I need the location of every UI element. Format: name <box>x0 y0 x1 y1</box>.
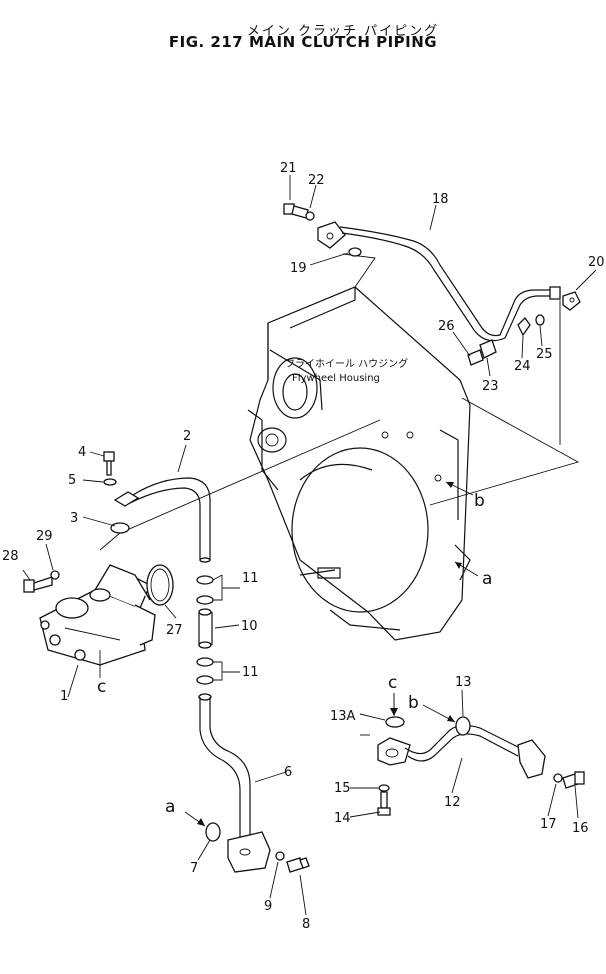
bolt-8 <box>286 857 310 873</box>
bolt-26 <box>467 349 484 366</box>
washer-17 <box>553 773 563 783</box>
callout-4: 4 <box>78 445 86 460</box>
bolt-4 <box>103 451 115 476</box>
callout-24: 24 <box>514 359 531 374</box>
clip-23 <box>479 339 497 359</box>
pipe-6 <box>198 693 271 873</box>
leader-lines <box>22 175 597 916</box>
flywheel-housing-label-jp: フライホイール ハウジング <box>285 357 408 370</box>
callout-13a: 13A <box>330 709 356 724</box>
connection-arrows <box>184 481 479 827</box>
o-ring-13 <box>455 716 471 736</box>
callout-11-upper: 11 <box>242 571 259 586</box>
nut-25 <box>535 314 545 326</box>
pipe-2 <box>113 477 211 563</box>
callout-27: 27 <box>166 623 183 638</box>
washer-5 <box>103 478 117 486</box>
callout-2: 2 <box>183 429 191 444</box>
figure-title-japanese: メイン クラッチ パイピング <box>246 24 440 39</box>
o-ring-27 <box>146 564 174 606</box>
bolt-14 <box>377 791 391 816</box>
callout-14: 14 <box>334 811 351 826</box>
hose-clamps-11-lower <box>196 657 214 685</box>
callout-20: 20 <box>588 255 605 270</box>
callout-13: 13 <box>455 675 472 690</box>
hose-clamps-11-upper <box>196 575 214 605</box>
o-ring-13a <box>385 716 405 728</box>
o-ring-7 <box>205 822 221 842</box>
washer-9 <box>275 851 285 861</box>
flywheel-housing <box>247 286 471 641</box>
washer-15 <box>378 784 390 792</box>
bolt-28 <box>23 576 53 593</box>
gasket-3 <box>110 522 130 534</box>
bolt-16 <box>562 771 585 789</box>
flag-c-pump: c <box>97 677 106 697</box>
hose-10 <box>198 608 213 649</box>
callout-3: 3 <box>70 511 78 526</box>
callout-25: 25 <box>536 347 553 362</box>
washer-22 <box>305 211 315 221</box>
callout-29: 29 <box>36 529 53 544</box>
bracket-24 <box>517 316 531 337</box>
callout-15: 15 <box>334 781 351 796</box>
callout-22: 22 <box>308 173 325 188</box>
callout-7: 7 <box>190 861 198 876</box>
callout-26: 26 <box>438 319 455 334</box>
figure-title: FIG. 217 MAIN CLUTCH PIPING <box>168 33 438 51</box>
callout-10: 10 <box>241 619 258 634</box>
callout-1: 1 <box>60 689 68 704</box>
washer-29 <box>50 570 60 580</box>
callout-17: 17 <box>540 817 557 832</box>
callout-9: 9 <box>264 899 272 914</box>
elbow-20 <box>562 291 581 311</box>
callout-5: 5 <box>68 473 76 488</box>
o-ring-19 <box>348 247 362 257</box>
callout-28: 28 <box>2 549 19 564</box>
flywheel-housing-label-en: Flywheel Housing <box>292 373 380 384</box>
callout-6: 6 <box>284 765 292 780</box>
callout-19: 19 <box>290 261 307 276</box>
flag-b-pipe: b <box>408 693 419 713</box>
bolt-21 <box>283 203 309 219</box>
pipe-12 <box>377 724 546 779</box>
flag-a-housing: a <box>482 569 492 589</box>
callout-18: 18 <box>432 192 449 207</box>
pipe-18 <box>317 221 561 342</box>
flag-a-pipe: a <box>165 797 175 817</box>
callout-11-lower: 11 <box>242 665 259 680</box>
callout-12: 12 <box>444 795 461 810</box>
callout-21: 21 <box>280 161 297 176</box>
callout-8: 8 <box>302 917 310 932</box>
clutch-pump <box>39 564 156 666</box>
flag-c-pipe: c <box>388 673 397 693</box>
callout-16: 16 <box>572 821 589 836</box>
callout-23: 23 <box>482 379 499 394</box>
flag-b-housing: b <box>474 491 485 511</box>
